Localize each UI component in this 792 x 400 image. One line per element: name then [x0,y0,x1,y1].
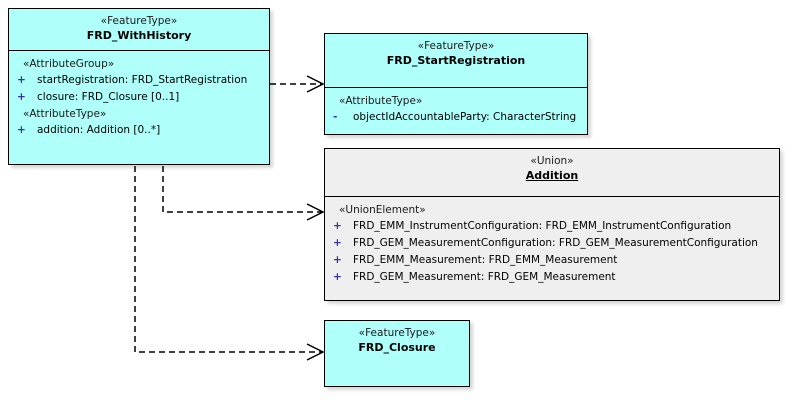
attribute-row: + startRegistration: FRD_StartRegistratio… [11,72,267,89]
attribute-text: FRD_EMM_InstrumentConfiguration: FRD_EMM… [353,220,732,232]
class-header-frd-startregistration: «FeatureType» FRD_StartRegistration [325,34,587,88]
class-name: FRD_WithHistory [86,29,192,42]
attribute-text: FRD_GEM_MeasurementConfiguration: FRD_GE… [353,237,758,249]
attribute-row: + FRD_EMM_Measurement: FRD_EMM_Measuremen… [327,252,777,269]
attribute-row: + FRD_EMM_InstrumentConfiguration: FRD_EM… [327,218,777,235]
class-name: FRD_StartRegistration [386,54,526,67]
attribute-group-label: «UnionElement» [339,204,426,216]
class-stereotype: «Union» [530,155,574,167]
attribute-row: + closure: FRD_Closure [0..1] [11,89,267,106]
visibility-marker: + [333,237,342,249]
class-stereotype: «FeatureType» [358,327,436,339]
class-stereotype: «FeatureType» [417,40,495,52]
connector-withhistory-to-startregistration[interactable] [270,75,325,93]
visibility-marker: + [17,124,26,136]
visibility-marker: - [333,111,338,123]
visibility-marker: + [333,271,342,283]
attribute-row: + addition: Addition [0..*] [11,122,267,139]
visibility-marker: + [17,91,26,103]
attribute-row: - objectIdAccountableParty: CharacterStri… [327,109,585,126]
class-header-addition: «Union» Addition [325,149,779,197]
visibility-marker: + [333,220,342,232]
visibility-marker: + [333,254,342,266]
attribute-text: closure: FRD_Closure [0..1] [37,91,180,103]
class-box-frd-startregistration[interactable]: «FeatureType» FRD_StartRegistration «Att… [324,33,588,135]
connector-withhistory-to-closure[interactable] [134,166,325,361]
class-stereotype: «FeatureType» [100,15,178,27]
class-body-frd-startregistration: «AttributeType» - objectIdAccountablePart… [325,88,587,130]
class-body-frd-withhistory: «AttributeGroup» + startRegistration: FRD… [9,51,269,143]
attribute-row: + FRD_GEM_MeasurementConfiguration: FRD_G… [327,235,777,252]
attribute-group-label: «AttributeType» [23,108,107,120]
attribute-text: startRegistration: FRD_StartRegistration [37,74,248,86]
class-box-frd-withhistory[interactable]: «FeatureType» FRD_WithHistory «Attribute… [8,8,270,165]
class-box-addition[interactable]: «Union» Addition «UnionElement» + FRD_EMM… [324,148,780,301]
attribute-group-label: «AttributeGroup» [23,58,115,70]
class-header-frd-withhistory: «FeatureType» FRD_WithHistory [9,9,269,51]
attribute-text: addition: Addition [0..*] [37,124,161,136]
class-name: FRD_Closure [358,341,436,354]
class-body-addition: «UnionElement» + FRD_EMM_InstrumentConfig… [325,197,779,290]
attribute-text: FRD_EMM_Measurement: FRD_EMM_Measurement [353,254,618,266]
attribute-group-label: «AttributeType» [339,95,423,107]
attribute-text: FRD_GEM_Measurement: FRD_GEM_Measurement [353,271,616,283]
attribute-row: + FRD_GEM_Measurement: FRD_GEM_Measuremen… [327,269,777,286]
class-name: Addition [525,169,579,182]
attribute-text: objectIdAccountableParty: CharacterStrin… [353,111,577,123]
visibility-marker: + [17,74,26,86]
connector-withhistory-to-addition[interactable] [162,166,325,221]
class-header-frd-closure: «FeatureType» FRD_Closure [325,321,469,385]
class-box-frd-closure[interactable]: «FeatureType» FRD_Closure [324,320,470,387]
